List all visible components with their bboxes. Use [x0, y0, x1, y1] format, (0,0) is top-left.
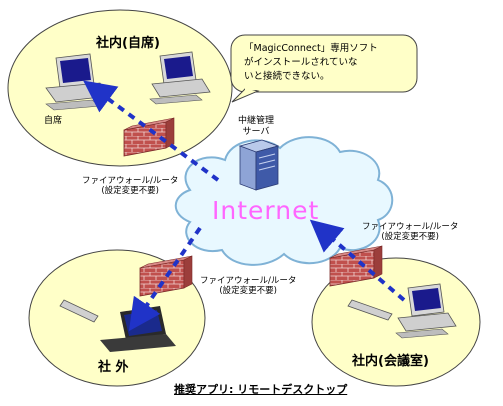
firewall-outside-icon: [139, 255, 193, 297]
callout-bubble: [230, 34, 418, 103]
own-desk-label: 自席: [44, 116, 63, 126]
outside-zone-label: 社 外: [98, 360, 129, 375]
internet-label: Internet: [212, 196, 320, 225]
relay-server-label: 中継管理 サーバ: [238, 116, 275, 137]
firewall-outside-label: ファイアウォール/ルータ (設定変更不要): [200, 276, 297, 296]
caption: 推奨アプリ: リモートデスクトップ: [174, 383, 348, 396]
relay-server-icon: [238, 139, 280, 191]
firewall-meeting-room-label: ファイアウォール/ルータ (設定変更不要): [362, 222, 459, 242]
office-zone: [7, 9, 233, 167]
remote-device-icon: [59, 299, 99, 323]
arrow-to-outside: [128, 226, 202, 332]
firewall-office-icon: [123, 117, 175, 157]
firewall-office-label: ファイアウォール/ルータ (設定変更不要): [82, 176, 179, 196]
office-zone-label: 社内(自席): [96, 36, 160, 51]
arrow-from-meeting-room: [309, 219, 406, 302]
callout-text: 「MagicConnect」専用ソフト がインストールされていな いと接続できな…: [244, 43, 378, 82]
meeting-room-zone-label: 社内(会議室): [352, 354, 429, 369]
meeting-device-icon: [347, 299, 393, 321]
firewall-meeting-room-icon: [329, 245, 383, 287]
office-pc-2-icon: [149, 51, 211, 105]
meeting-room-pc-icon: [395, 283, 457, 339]
